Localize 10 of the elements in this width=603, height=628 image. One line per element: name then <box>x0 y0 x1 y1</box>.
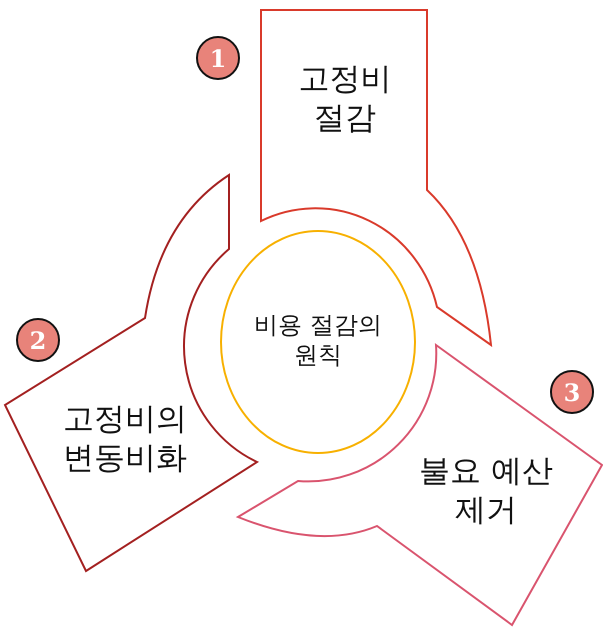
number-badge: 1 <box>196 36 240 80</box>
center-label: 비용 절감의 원칙 <box>253 310 383 370</box>
curved-arrow-shape <box>237 344 603 626</box>
shape-label: 고정비의 변동비화 <box>62 400 188 478</box>
shape-label: 불요 예산 제거 <box>418 452 554 530</box>
shape-label: 고정비 절감 <box>298 60 392 138</box>
number-badge: 3 <box>550 370 594 414</box>
curved-arrow-shape <box>4 174 258 572</box>
center-ellipse <box>220 230 416 454</box>
number-badge: 2 <box>16 318 60 362</box>
